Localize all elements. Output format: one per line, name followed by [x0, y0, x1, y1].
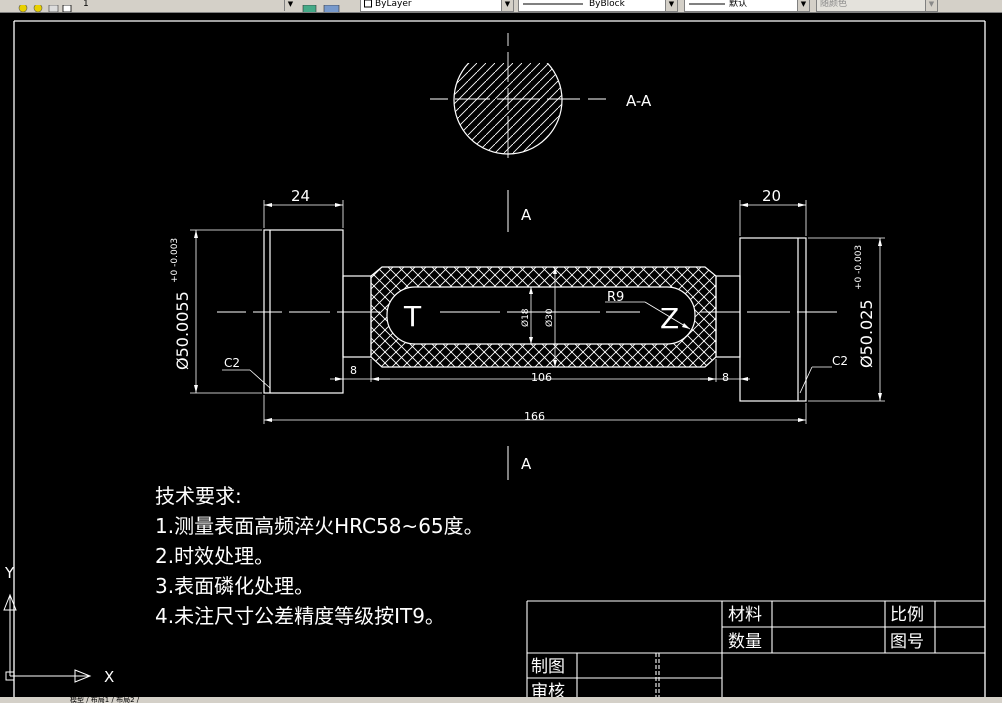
title-scale: 比例: [890, 605, 924, 625]
drawing-canvas[interactable]: A-A A A T Z: [0, 12, 1002, 698]
plotstyle-combo-value: 随颜色: [820, 0, 848, 9]
chevron-down-icon[interactable]: ▼: [665, 0, 677, 11]
title-quantity: 数量: [728, 632, 762, 652]
title-checked-by: 审核: [531, 682, 565, 698]
dim-groove-right: 8: [722, 371, 729, 384]
layer-combo-value: 1: [83, 0, 89, 9]
dim-phi-18: Ø18: [520, 308, 531, 327]
dim-chamfer-right: C2: [832, 354, 848, 368]
layer-sun-icon[interactable]: [33, 0, 45, 12]
title-drawn-by: 制图: [531, 657, 565, 677]
properties-toolbar: 1 ▼ ByLayer ▼ ByBlock ▼ 默认 ▼ 随颜色 ▼: [0, 0, 1002, 13]
slot-letter-z: Z: [660, 302, 679, 335]
note-item: 3.表面磷化处理。: [155, 574, 314, 598]
notes-title: 技术要求:: [155, 484, 242, 508]
cut-label-bottom: A: [521, 455, 532, 473]
layout-tabs-label[interactable]: 模型 / 布局1 / 布局2 /: [70, 697, 140, 703]
dim-left-tolerance: +0 -0.003: [170, 238, 180, 283]
title-block[interactable]: [526, 600, 985, 698]
title-drawing-no: 图号: [890, 632, 924, 652]
layer-bulb-icon[interactable]: [18, 0, 30, 12]
lineweight-combo[interactable]: 默认 ▼: [684, 0, 810, 12]
color-combo-value: ByLayer: [375, 0, 412, 9]
chevron-down-icon[interactable]: ▼: [925, 0, 937, 11]
cut-label-top: A: [521, 206, 532, 224]
dim-groove-left: 8: [350, 364, 357, 377]
dim-right-width: 20: [762, 187, 781, 205]
chevron-down-icon[interactable]: ▼: [501, 0, 513, 11]
color-combo[interactable]: ByLayer ▼: [360, 0, 514, 12]
dimension-arrows: [194, 203, 882, 422]
section-centerlines: [430, 33, 606, 158]
layer-lock-icon[interactable]: [48, 0, 60, 12]
dim-middle-length: 106: [531, 371, 552, 384]
ucs-x-label: X: [104, 668, 114, 686]
key-slot[interactable]: [386, 286, 696, 345]
dim-chamfer-left: C2: [224, 356, 240, 370]
note-item: 2.时效处理。: [155, 544, 274, 568]
dim-left-width: 24: [291, 187, 310, 205]
layer-combo[interactable]: 1 ▼: [80, 0, 296, 11]
title-material: 材料: [728, 605, 762, 625]
chevron-down-icon[interactable]: ▼: [284, 0, 296, 11]
note-item: 4.未注尺寸公差精度等级按IT9。: [155, 604, 445, 628]
dim-right-tolerance: +0 -0.003: [854, 245, 864, 290]
note-item: 1.测量表面高频淬火HRC58~65度。: [155, 514, 484, 538]
linetype-combo[interactable]: ByBlock ▼: [518, 0, 678, 12]
layer-color-icon[interactable]: [62, 0, 74, 12]
dim-phi-30: Ø30: [544, 308, 555, 327]
drawing-frame: [13, 20, 986, 698]
slot-letter-t: T: [403, 300, 422, 333]
technical-notes: 技术要求: 1.测量表面高频淬火HRC58~65度。 2.时效处理。 3.表面磷…: [155, 484, 484, 628]
layer-previous-icon[interactable]: [323, 0, 341, 12]
dim-left-diameter: Ø50.0055: [173, 291, 192, 370]
section-label: A-A: [626, 92, 652, 110]
chevron-down-icon[interactable]: ▼: [797, 0, 809, 11]
ucs-y-label: Y: [4, 564, 15, 582]
ucs-icon: [3, 593, 92, 683]
dim-right-diameter: Ø50.025: [857, 299, 876, 368]
section-view-a-a[interactable]: [440, 40, 580, 155]
dim-total-length: 166: [524, 410, 545, 423]
linetype-combo-value: ByBlock: [589, 0, 625, 9]
layer-manager-icon[interactable]: [302, 0, 318, 12]
layout-tabs[interactable]: 模型 / 布局1 / 布局2 /: [0, 697, 1002, 703]
lineweight-combo-value: 默认: [729, 0, 748, 9]
plotstyle-combo[interactable]: 随颜色 ▼: [816, 0, 938, 12]
dim-radius: R9: [607, 290, 624, 305]
